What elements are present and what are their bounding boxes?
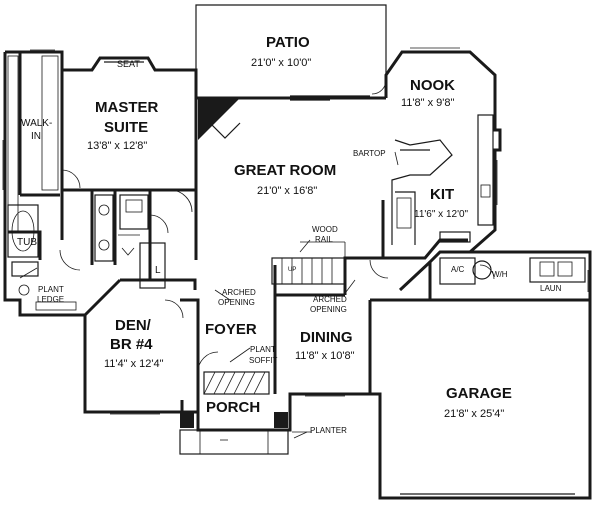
wh-label: W/H — [492, 270, 508, 279]
door-swings — [59, 79, 495, 373]
garage-label: GARAGE — [446, 385, 512, 402]
stairs-up-label: UP — [288, 267, 297, 273]
foyer-label: FOYER — [205, 321, 257, 338]
patio-dims: 21'0" x 10'0" — [251, 57, 312, 69]
fireplace-icon — [198, 98, 240, 140]
utility-equipment — [439, 257, 586, 285]
garage-door — [400, 493, 575, 499]
bath-fixtures — [7, 194, 166, 311]
walkin-label-2: IN — [31, 131, 41, 142]
arched-opening-label-2a: ARCHED — [313, 295, 347, 304]
plant-soffit-label-1: PLANT — [250, 345, 276, 354]
nook-label: NOOK — [410, 77, 455, 94]
garage-dims: 21'8" x 25'4" — [444, 408, 505, 420]
tub-label: TUB — [17, 237, 37, 248]
arched-opening-label-2b: OPENING — [310, 305, 347, 314]
den-label-2: BR #4 — [110, 336, 153, 353]
plant-ledge-label-1: PLANT — [38, 285, 64, 294]
seat-label: SEAT — [117, 59, 140, 69]
slider-door — [290, 95, 370, 101]
windows — [2, 47, 589, 415]
master-dims: 13'8" x 12'8" — [87, 140, 148, 152]
leader-lines — [19, 151, 399, 439]
dining-dims: 11'8" x 10'8" — [295, 350, 355, 362]
walkin-label-1: WALK- — [21, 118, 53, 129]
kit-dims: 11'6" x 12'0" — [414, 209, 469, 220]
porch — [179, 371, 312, 455]
linen-label: L — [155, 265, 161, 276]
great-room-dims: 21'0" x 16'8" — [257, 185, 318, 197]
patio-outline — [195, 4, 387, 98]
master-label-2: SUITE — [104, 119, 149, 136]
wood-rail-label-1: WOOD — [312, 225, 338, 234]
seat-window — [100, 57, 148, 63]
planter-label: PLANTER — [310, 426, 347, 435]
patio-label: PATIO — [266, 34, 310, 51]
plant-ledge-label-2: LEDGE — [37, 295, 65, 304]
plant-soffit-label-2: SOFFIT — [249, 356, 278, 365]
ac-label: A/C — [451, 265, 465, 274]
arched-opening-label-1a: ARCHED — [222, 288, 256, 297]
great-room-label: GREAT ROOM — [234, 162, 337, 179]
master-label-1: MASTER — [95, 99, 159, 116]
wood-rail-label-2: RAIL — [315, 235, 333, 244]
kit-label: KIT — [430, 186, 455, 203]
nook-dims: 11'8" x 9'8" — [401, 97, 455, 109]
arched-opening-label-1b: OPENING — [218, 298, 255, 307]
den-dims: 11'4" x 12'4" — [104, 358, 164, 370]
dining-label: DINING — [300, 329, 353, 346]
stairs — [271, 241, 346, 285]
bartop-label: BARTOP — [353, 149, 386, 158]
closet-shelves — [7, 55, 59, 233]
laun-label: LAUN — [540, 284, 562, 293]
porch-label: PORCH — [206, 399, 261, 416]
kitchen-counters — [391, 114, 494, 245]
den-label-1: DEN/ — [115, 317, 151, 334]
